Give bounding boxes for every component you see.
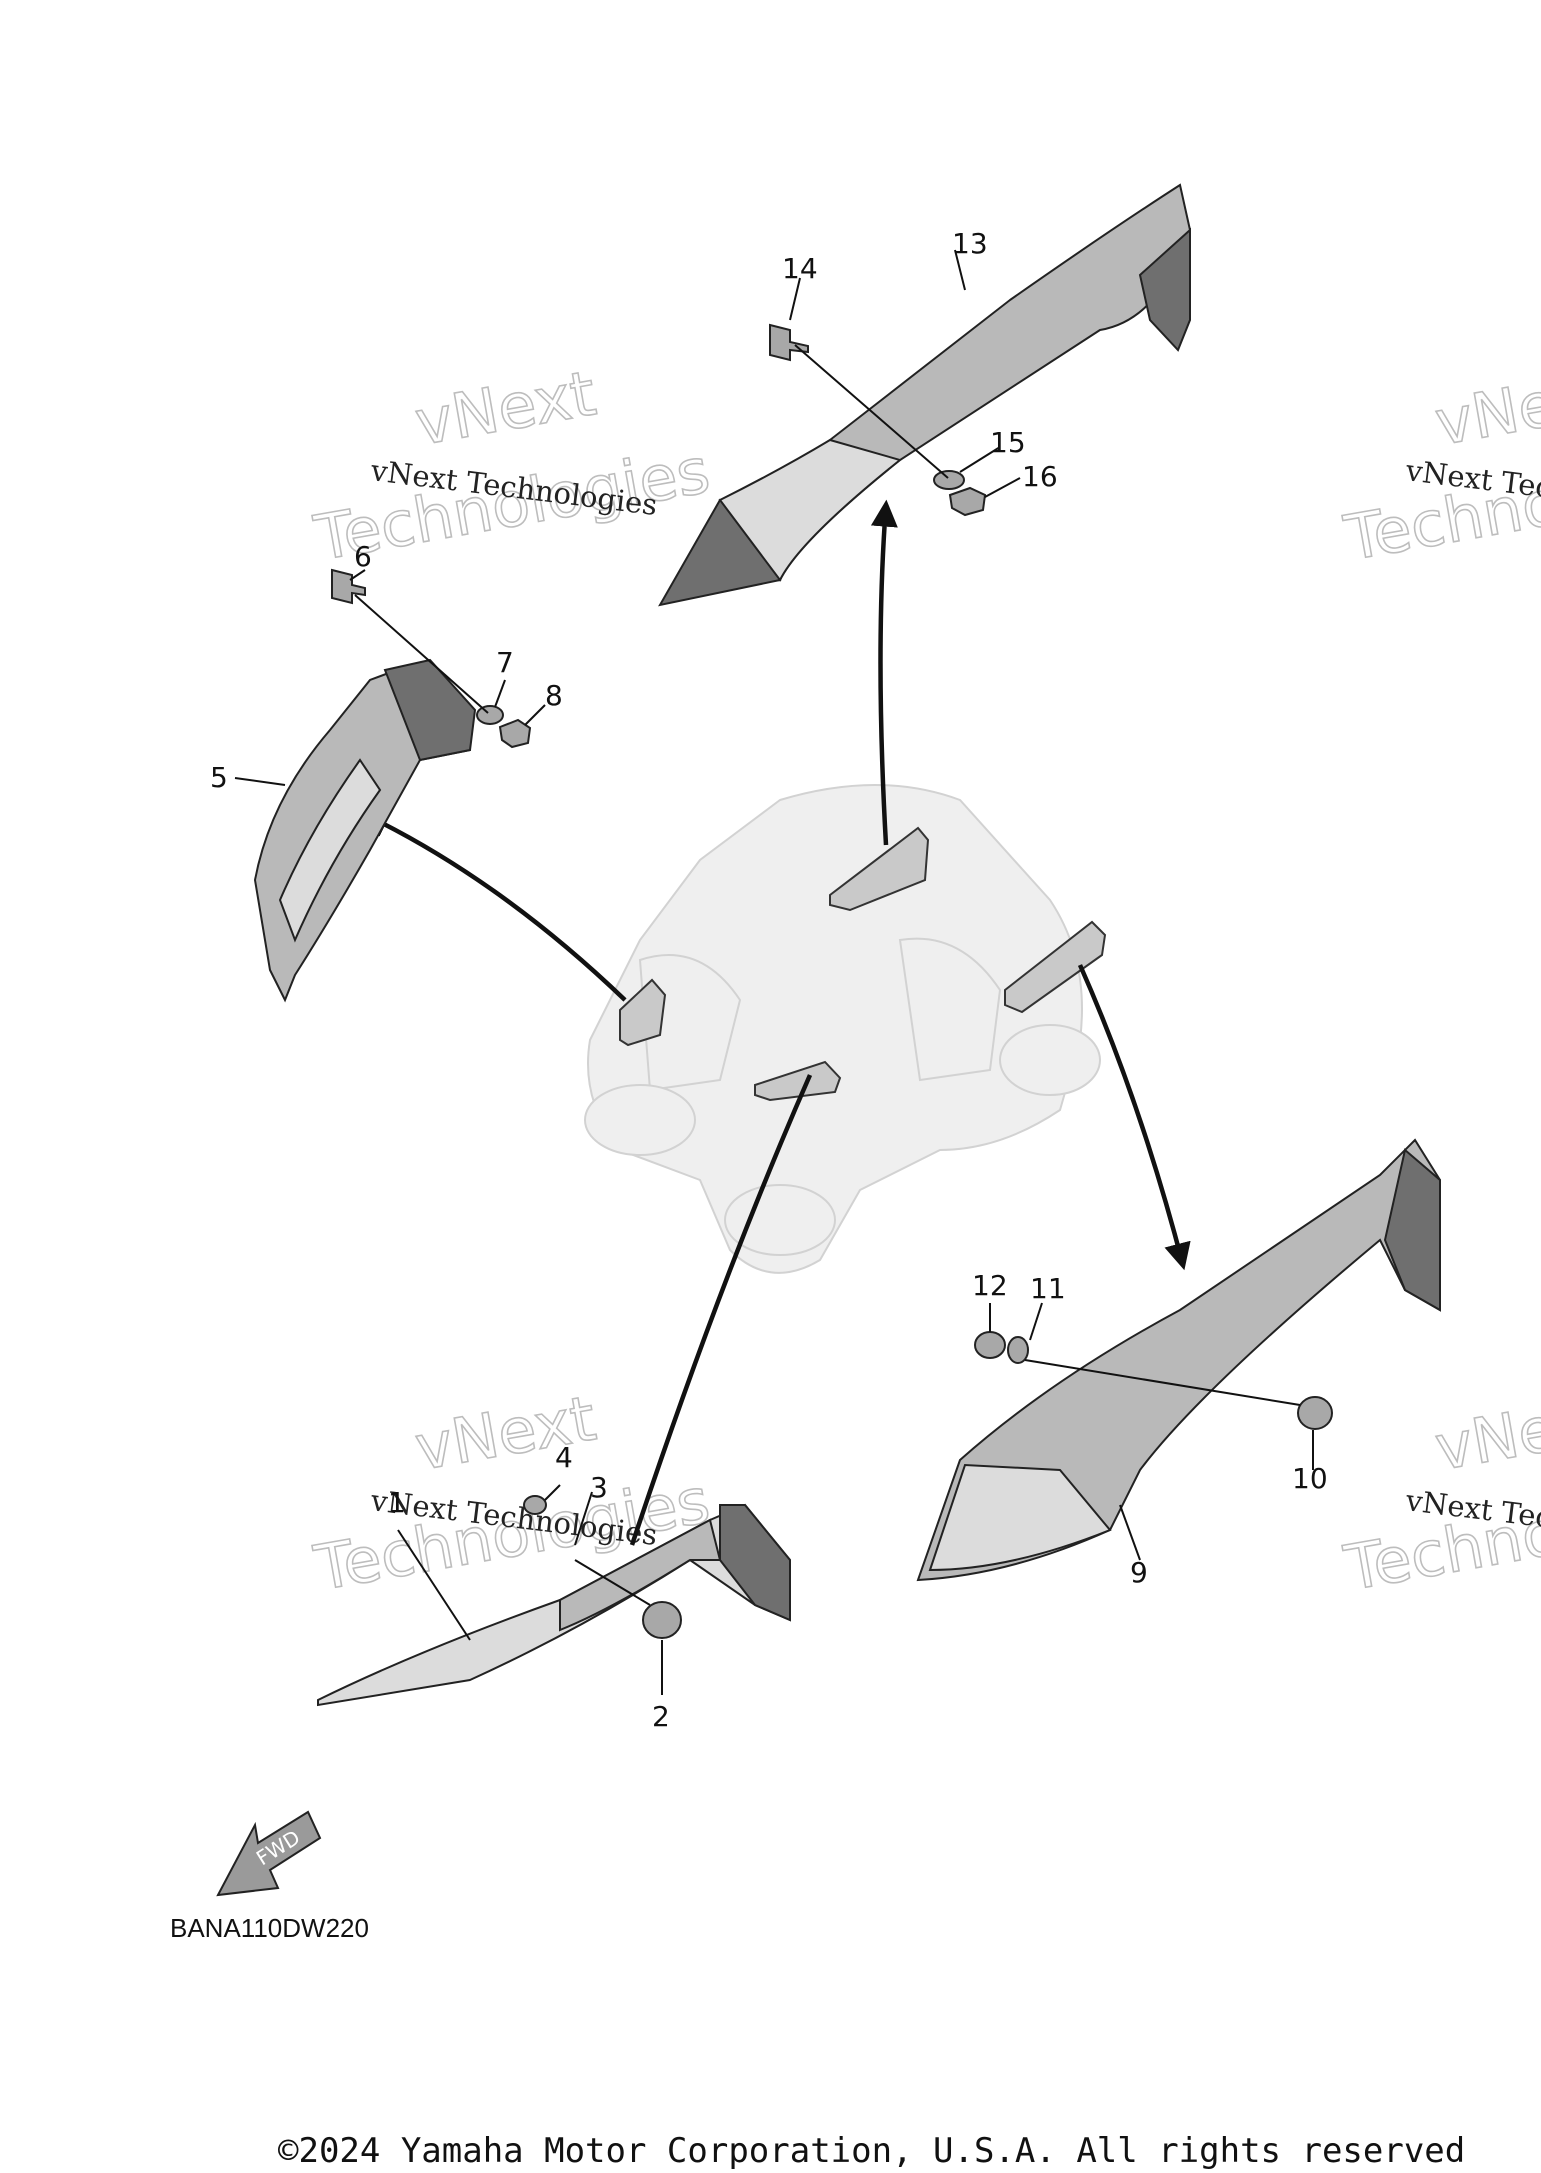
callout-7: 7 xyxy=(496,646,514,679)
washer-7 xyxy=(476,705,504,725)
assembly-arrows xyxy=(361,499,1191,1546)
rivet-2 xyxy=(642,1601,682,1639)
callout-3: 3 xyxy=(590,1471,608,1504)
bracket-top xyxy=(829,826,930,912)
watermark-big-line2-bottom-right: Technologies xyxy=(1339,1464,1541,1605)
arrow-to-9 xyxy=(1077,964,1191,1271)
bracket-left xyxy=(619,978,667,1047)
watermark-big-line1: vNext xyxy=(410,356,601,459)
callout-2: 2 xyxy=(652,1700,670,1733)
fwd-arrow-icon xyxy=(216,1810,322,1897)
callout-10: 10 xyxy=(1292,1462,1328,1495)
bracket-bottom xyxy=(754,1060,842,1102)
part-5-panel[interactable] xyxy=(253,658,477,1003)
mount-brackets xyxy=(619,826,1107,1102)
arrow-to-5 xyxy=(361,812,627,1002)
watermark-big-line1-bottom-right: vNext xyxy=(1430,1381,1541,1484)
bolt-6 xyxy=(331,568,366,605)
callout-5: 5 xyxy=(210,761,228,794)
nut-4 xyxy=(523,1495,547,1515)
callout-4: 4 xyxy=(555,1441,573,1474)
nut-8 xyxy=(498,718,532,749)
copyright-notice: ©2024 Yamaha Motor Corporation, U.S.A. A… xyxy=(278,2131,1465,2171)
part-9-panel[interactable] xyxy=(916,1138,1441,1582)
callout-1: 1 xyxy=(388,1486,406,1519)
callout-15: 15 xyxy=(990,426,1026,459)
callout-14: 14 xyxy=(782,252,818,285)
bracket-right xyxy=(1004,920,1107,1014)
diagram-code: BANA110DW220 xyxy=(170,1913,369,1943)
callout-6: 6 xyxy=(354,540,372,573)
callout-16: 16 xyxy=(1022,460,1058,493)
fasteners xyxy=(331,323,1333,1639)
callout-9: 9 xyxy=(1130,1556,1148,1589)
vehicle-silhouette xyxy=(584,784,1101,1274)
leader-lines xyxy=(234,249,1314,1695)
watermark-big-line2-right: Technologies xyxy=(1339,434,1541,575)
nut-12 xyxy=(974,1331,1006,1359)
callout-labels: 1 2 3 4 5 6 7 8 9 10 11 12 13 14 15 16 xyxy=(210,227,1328,1733)
part-13-panel[interactable] xyxy=(658,183,1192,607)
callout-12: 12 xyxy=(972,1269,1008,1302)
callout-8: 8 xyxy=(545,679,563,712)
washer-11 xyxy=(1007,1336,1029,1364)
nut-16 xyxy=(948,486,987,517)
rivet-10 xyxy=(1297,1396,1333,1430)
washer-15 xyxy=(933,470,965,490)
forward-direction-indicator: FWD xyxy=(216,1810,322,1897)
bolt-14 xyxy=(769,323,809,362)
part-1-panel[interactable] xyxy=(317,1503,791,1707)
watermark-big-line1-right: vNext xyxy=(1430,356,1541,459)
arrow-to-1 xyxy=(629,1074,813,1546)
arrow-to-13 xyxy=(870,499,898,846)
callout-11: 11 xyxy=(1030,1272,1066,1305)
callout-13: 13 xyxy=(952,227,988,260)
